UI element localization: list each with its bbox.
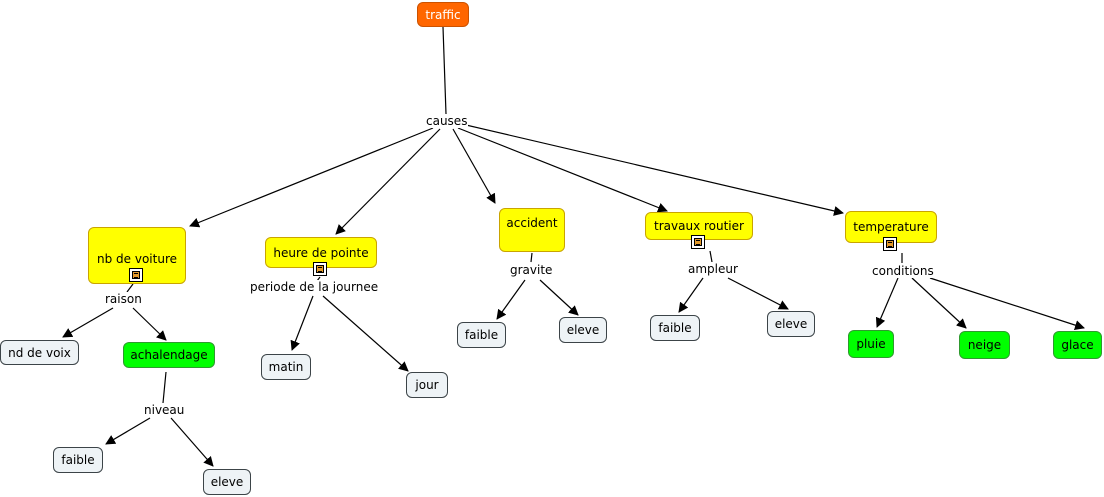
- connector-periode-matin: [290, 295, 314, 351]
- connector-traffic-causes: [442, 26, 447, 115]
- resource-icon[interactable]: [883, 237, 897, 251]
- connector-niveau-faible: [105, 417, 151, 445]
- concept-matin[interactable]: matin: [261, 354, 311, 380]
- connector-causes-accident: [452, 128, 496, 204]
- concept-jour[interactable]: jour: [406, 372, 448, 398]
- connector-raison-nd-voix: [62, 307, 114, 338]
- connector-gravite-faible: [496, 279, 526, 320]
- concept-eleve-ampleur[interactable]: eleve: [767, 311, 815, 337]
- connector-causes-travaux: [457, 127, 668, 213]
- concept-neige[interactable]: neige: [959, 331, 1010, 359]
- connector-conditions-glace: [929, 277, 1085, 330]
- concept-faible-gravite[interactable]: faible: [457, 322, 506, 348]
- concept-glace[interactable]: glace: [1053, 331, 1102, 359]
- concept-accident[interactable]: accident: [499, 208, 565, 252]
- link-conditions: conditions: [871, 264, 935, 278]
- connector-causes-temperature: [465, 124, 844, 216]
- concept-nd-de-voix[interactable]: nd de voix: [0, 340, 79, 365]
- connector-achalendage-niveau: [162, 371, 167, 404]
- connector-causes-heure-pointe: [335, 128, 441, 235]
- concept-achalendage[interactable]: achalendage: [123, 342, 215, 368]
- resource-icon[interactable]: [129, 268, 143, 282]
- concept-eleve-niveau[interactable]: eleve: [203, 469, 251, 495]
- link-ampleur: ampleur: [687, 262, 739, 276]
- concept-eleve-gravite[interactable]: eleve: [559, 317, 607, 343]
- connector-causes-nb-voiture: [189, 127, 434, 228]
- link-niveau: niveau: [143, 403, 186, 417]
- concept-pluie[interactable]: pluie: [848, 330, 894, 358]
- connector-travaux-ampleur: [709, 250, 713, 263]
- concept-label: accident: [506, 216, 558, 230]
- connector-ampleur-faible: [678, 277, 704, 313]
- connector-accident-gravite: [530, 252, 533, 263]
- concept-label: nb de voiture: [97, 251, 177, 266]
- link-periode-de-la-journee: periode de la journee: [249, 280, 380, 294]
- connector-nb-voiture-raison: [126, 283, 134, 293]
- resource-icon[interactable]: [313, 262, 327, 276]
- connector-conditions-neige: [911, 277, 967, 329]
- connector-ampleur-eleve: [727, 277, 789, 310]
- connector-periode-jour: [322, 295, 409, 372]
- concept-traffic[interactable]: traffic: [417, 2, 469, 27]
- connector-gravite-eleve: [539, 279, 579, 316]
- connector-conditions-pluie: [875, 277, 899, 328]
- link-causes: causes: [425, 114, 469, 128]
- concept-faible-niveau[interactable]: faible: [53, 447, 103, 473]
- link-gravite: gravite: [509, 263, 554, 277]
- link-raison: raison: [104, 292, 143, 306]
- connector-raison-achalendage: [132, 307, 167, 341]
- connector-niveau-eleve: [170, 417, 214, 467]
- concept-faible-ampleur[interactable]: faible: [650, 315, 700, 341]
- resource-icon[interactable]: [691, 235, 705, 249]
